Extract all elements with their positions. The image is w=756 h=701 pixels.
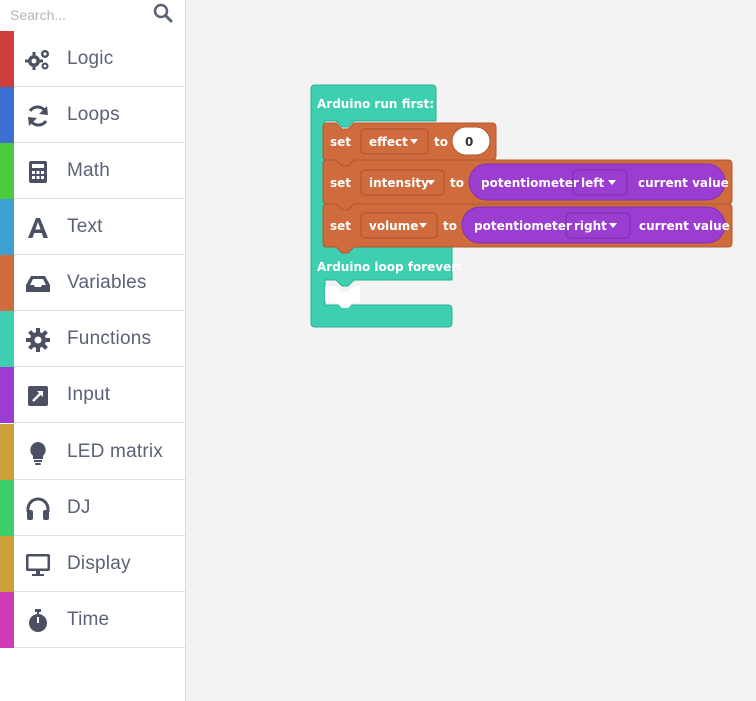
side-value: left: [581, 176, 605, 190]
to-keyword: to: [443, 219, 457, 233]
chevron-down-icon: [410, 139, 418, 144]
chevron-down-icon: [608, 180, 616, 185]
search-icon[interactable]: [153, 3, 173, 23]
variable-name: intensity: [369, 176, 429, 190]
category-color-stripe: [0, 592, 14, 648]
effect-value: 0: [465, 135, 474, 149]
category-color-stripe: [0, 31, 14, 87]
to-keyword: to: [450, 176, 464, 190]
variable-name: volume: [369, 219, 419, 233]
arrow-box-icon: [28, 386, 48, 406]
category-label: DJ: [67, 497, 91, 518]
category-color-stripe: [0, 536, 14, 592]
category-label: Math: [67, 160, 111, 181]
category-color-stripe: [0, 143, 14, 199]
stopwatch-icon: [29, 609, 47, 632]
set-keyword: set: [330, 135, 352, 149]
category-dj[interactable]: DJ: [0, 480, 185, 536]
category-sidebar: Logic Loops Math Text: [0, 0, 186, 701]
sensor-name: potentiometer: [481, 176, 579, 190]
category-text[interactable]: Text: [0, 199, 185, 255]
category-time[interactable]: Time: [0, 592, 185, 648]
category-color-stripe: [0, 424, 14, 480]
category-led-matrix[interactable]: LED matrix: [0, 424, 185, 480]
chevron-down-icon: [419, 223, 427, 228]
category-color-stripe: [0, 255, 14, 311]
chevron-down-icon: [609, 223, 617, 228]
category-label: Input: [67, 384, 111, 405]
calculator-icon: [29, 161, 47, 183]
category-color-stripe: [0, 87, 14, 143]
category-label: Variables: [67, 272, 147, 293]
to-keyword: to: [434, 135, 448, 149]
category-display[interactable]: Display: [0, 536, 185, 592]
category-color-stripe: [0, 311, 14, 367]
refresh-icon: [28, 105, 48, 127]
loop-forever-label: Arduino loop forever:: [317, 260, 462, 274]
category-input[interactable]: Input: [0, 367, 185, 423]
chevron-down-icon: [427, 180, 435, 185]
monitor-icon: [26, 554, 50, 576]
category-color-stripe: [0, 199, 14, 255]
category-label: Text: [67, 216, 103, 237]
set-keyword: set: [330, 219, 352, 233]
category-label: Logic: [67, 48, 114, 69]
current-value-label: current value: [638, 176, 729, 190]
inbox-icon: [26, 276, 50, 292]
variable-name: effect: [369, 135, 408, 149]
category-logic[interactable]: Logic: [0, 31, 185, 87]
gears-icon: [25, 50, 49, 70]
gear-icon: [26, 328, 50, 352]
category-color-stripe: [0, 367, 14, 423]
search-bar: [0, 0, 186, 31]
set-keyword: set: [330, 176, 352, 190]
category-label: LED matrix: [67, 441, 163, 462]
run-first-label: Arduino run first:: [317, 97, 435, 111]
headphones-icon: [26, 497, 50, 520]
current-value-label: current value: [639, 219, 730, 233]
category-label: Time: [67, 609, 110, 630]
font-icon: [28, 218, 48, 238]
category-label: Functions: [67, 328, 152, 349]
category-color-stripe: [0, 480, 14, 536]
block-workspace[interactable]: [187, 0, 756, 701]
category-label: Loops: [67, 104, 120, 125]
category-functions[interactable]: Functions: [0, 311, 185, 367]
sensor-name: potentiometer: [474, 219, 572, 233]
side-value: right: [574, 219, 607, 233]
category-math[interactable]: Math: [0, 143, 185, 199]
category-label: Display: [67, 553, 131, 574]
lightbulb-icon: [30, 442, 46, 465]
category-variables[interactable]: Variables: [0, 255, 185, 311]
search-input[interactable]: [8, 4, 152, 26]
category-loops[interactable]: Loops: [0, 87, 185, 143]
